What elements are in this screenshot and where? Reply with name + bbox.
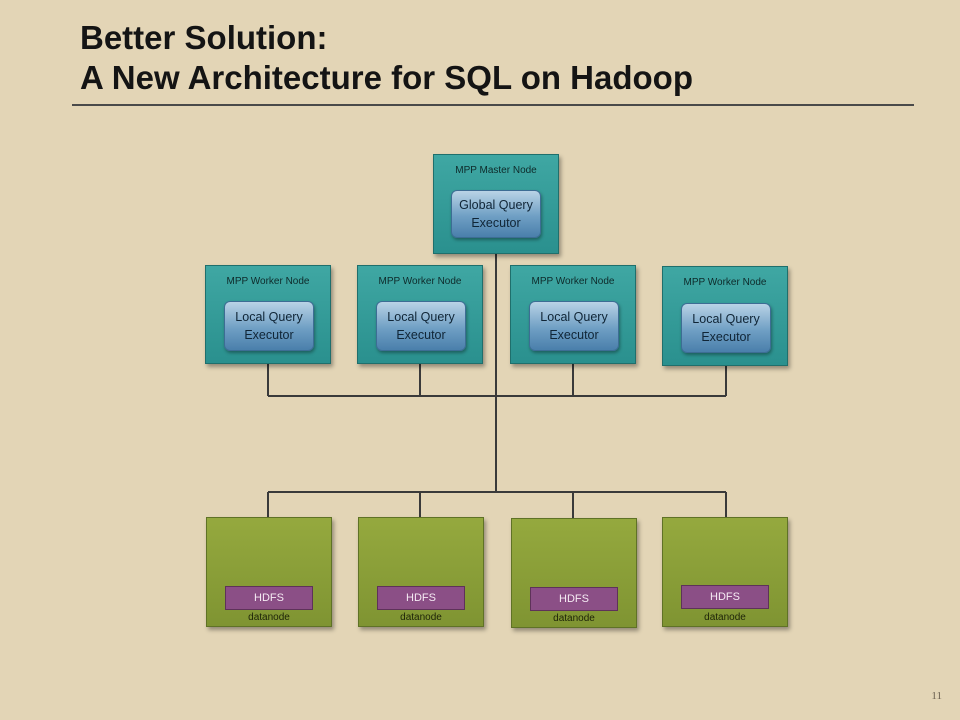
- local-query-executor: Local Query Executor: [376, 301, 466, 351]
- master-node-label: MPP Master Node: [455, 165, 537, 176]
- executor-line-2: Executor: [549, 328, 599, 342]
- executor-line-2: Executor: [701, 330, 751, 344]
- local-query-executor: Local Query Executor: [224, 301, 314, 351]
- worker-node-label: MPP Worker Node: [226, 276, 310, 287]
- hdfs-datanode: HDFS datanode: [511, 518, 637, 628]
- hdfs-datanode: HDFS datanode: [206, 517, 332, 627]
- executor-line-1: Local Query: [387, 310, 455, 324]
- mpp-worker-node: MPP Worker Node Local Query Executor: [205, 265, 331, 364]
- page-number: 11: [931, 690, 942, 702]
- slide-title: Better Solution: A New Architecture for …: [80, 18, 693, 98]
- executor-line-2: Executor: [244, 328, 294, 342]
- mpp-master-node: MPP Master Node Global Query Executor: [433, 154, 559, 254]
- worker-node-label: MPP Worker Node: [683, 277, 767, 288]
- executor-line-1: Local Query: [540, 310, 608, 324]
- local-query-executor: Local Query Executor: [681, 303, 771, 353]
- hdfs-label: HDFS: [225, 586, 313, 610]
- slide-title-line-1: Better Solution:: [80, 19, 328, 56]
- title-divider: [72, 104, 914, 106]
- datanode-label: datanode: [704, 612, 746, 623]
- datanode-label: datanode: [400, 612, 442, 623]
- hdfs-label: HDFS: [377, 586, 465, 610]
- executor-line-2: Executor: [396, 328, 446, 342]
- slide-title-line-2: A New Architecture for SQL on Hadoop: [80, 59, 693, 96]
- global-query-executor: Global Query Executor: [451, 190, 541, 238]
- hdfs-label: HDFS: [681, 585, 769, 609]
- hdfs-label: HDFS: [530, 587, 618, 611]
- mpp-worker-node: MPP Worker Node Local Query Executor: [357, 265, 483, 364]
- hdfs-datanode: HDFS datanode: [662, 517, 788, 627]
- datanode-label: datanode: [553, 613, 595, 624]
- executor-line-1: Local Query: [692, 312, 760, 326]
- executor-line-1: Local Query: [235, 310, 303, 324]
- worker-node-label: MPP Worker Node: [531, 276, 615, 287]
- local-query-executor: Local Query Executor: [529, 301, 619, 351]
- datanode-label: datanode: [248, 612, 290, 623]
- mpp-worker-node: MPP Worker Node Local Query Executor: [662, 266, 788, 366]
- executor-line-2: Executor: [471, 216, 521, 230]
- executor-line-1: Global Query: [459, 198, 533, 212]
- mpp-worker-node: MPP Worker Node Local Query Executor: [510, 265, 636, 364]
- worker-node-label: MPP Worker Node: [378, 276, 462, 287]
- hdfs-datanode: HDFS datanode: [358, 517, 484, 627]
